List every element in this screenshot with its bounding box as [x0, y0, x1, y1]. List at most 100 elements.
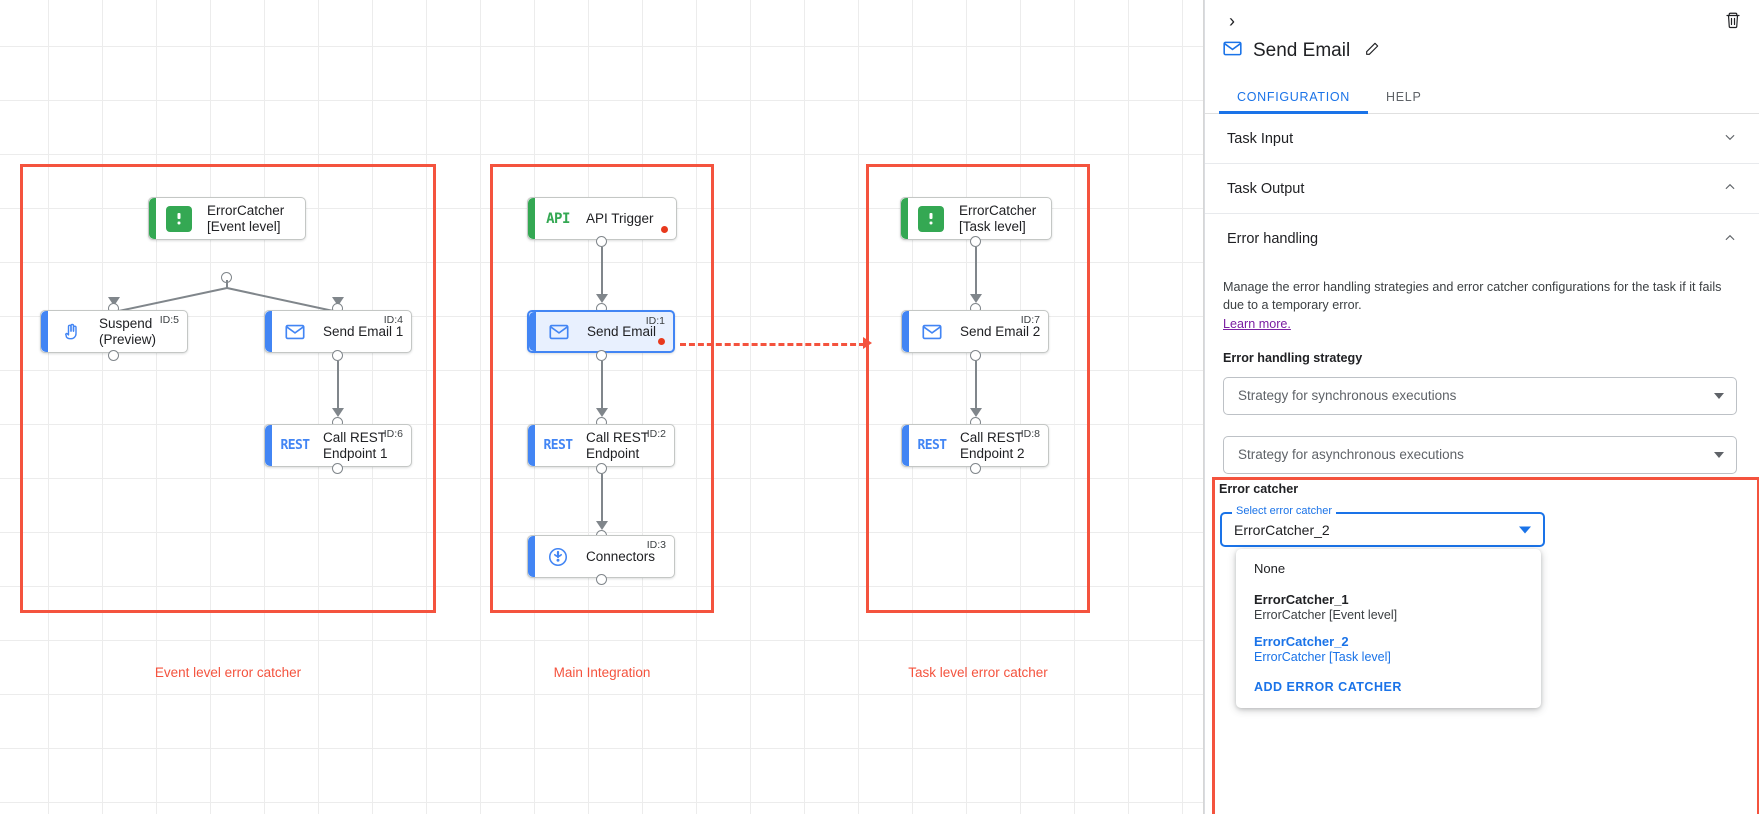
node-title: ErrorCatcher [Event level] [207, 203, 285, 234]
tab-help[interactable]: HELP [1386, 90, 1422, 104]
node-title: Connectors [586, 548, 656, 564]
node-accent-bar [528, 536, 535, 577]
node-errorcatcher-event-level[interactable]: ErrorCatcher [Event level] [148, 197, 306, 240]
option-primary-label: ErrorCatcher_1 [1254, 592, 1349, 607]
envelope-icon [1222, 38, 1243, 64]
node-port-out[interactable] [596, 350, 607, 361]
arrow-head [332, 408, 344, 417]
section-label: Task Output [1227, 180, 1305, 197]
group-caption-event-level: Event level error catcher [154, 665, 302, 680]
add-error-catcher-button[interactable]: ADD ERROR CATCHER [1254, 680, 1402, 694]
error-catcher-heading: Error catcher [1219, 482, 1299, 496]
node-title: Suspend (Preview) [99, 316, 157, 347]
node-port-out[interactable] [596, 236, 607, 247]
sync-strategy-select[interactable]: Strategy for synchronous executions [1223, 376, 1737, 415]
connector-line [601, 247, 603, 298]
collapse-panel-icon[interactable]: › [1229, 10, 1235, 31]
panel-task-title: Send Email [1222, 38, 1380, 64]
error-catcher-link [680, 343, 865, 346]
node-call-rest-endpoint-1[interactable]: REST Call REST Endpoint 1 ID:6 [264, 424, 412, 467]
envelope-icon [281, 318, 309, 346]
node-connectors[interactable]: Connectors ID:3 [527, 535, 675, 578]
hand-icon [57, 318, 85, 346]
select-error-catcher-dropdown[interactable]: Select error catcher ErrorCatcher_2 [1220, 505, 1545, 547]
node-accent-bar [902, 425, 909, 466]
panel-tabs: CONFIGURATION HELP [1205, 80, 1759, 114]
error-handling-description: Manage the error handling strategies and… [1223, 280, 1722, 313]
node-title: API Trigger [586, 210, 654, 226]
connector-line [601, 474, 603, 525]
error-catcher-link-arrow [863, 337, 872, 349]
learn-more-link[interactable]: Learn more. [1223, 316, 1291, 331]
error-catcher-icon [165, 205, 193, 233]
async-strategy-select[interactable]: Strategy for asynchronous executions [1223, 435, 1737, 474]
connector-line [975, 247, 977, 298]
select-error-catcher-legend: Select error catcher [1232, 505, 1336, 517]
node-send-email-selected[interactable]: Send Email ID:1 [527, 310, 675, 353]
arrow-head [596, 408, 608, 417]
rest-icon: REST [543, 438, 574, 453]
envelope-icon [918, 318, 946, 346]
connector-line [337, 361, 339, 412]
workflow-canvas[interactable]: Event level error catcher Main Integrati… [0, 0, 1204, 814]
node-title: Send Email 2 [960, 323, 1041, 339]
option-errorcatcher-2[interactable]: ErrorCatcher_2 ErrorCatcher [Task level] [1236, 628, 1541, 670]
node-accent-bar [901, 198, 908, 239]
option-none[interactable]: None [1236, 559, 1541, 586]
node-title: Send Email 1 [323, 323, 404, 339]
node-id-badge: ID:4 [383, 314, 403, 326]
node-port-out[interactable] [108, 350, 119, 361]
node-id-badge: ID:6 [383, 428, 403, 440]
tab-configuration[interactable]: CONFIGURATION [1219, 80, 1369, 114]
option-secondary-label: ErrorCatcher [Task level] [1254, 650, 1391, 664]
node-send-email-1[interactable]: Send Email 1 ID:4 [264, 310, 412, 353]
async-strategy-value: Strategy for asynchronous executions [1238, 447, 1464, 462]
node-port-out[interactable] [970, 350, 981, 361]
node-accent-bar [265, 425, 272, 466]
error-catcher-options-menu[interactable]: None ErrorCatcher_1 ErrorCatcher [Event … [1236, 549, 1541, 708]
node-id-badge: ID:5 [159, 314, 179, 326]
node-port-out[interactable] [596, 463, 607, 474]
node-id-badge: ID:1 [645, 315, 665, 327]
node-port-out[interactable] [332, 350, 343, 361]
node-call-rest-endpoint-2[interactable]: REST Call REST Endpoint 2 ID:8 [901, 424, 1049, 467]
task-name-label: Send Email [1253, 40, 1351, 61]
arrow-head [596, 294, 608, 303]
node-title: ErrorCatcher [Task level] [959, 203, 1037, 234]
chevron-down-icon [1714, 451, 1724, 458]
arrow-head [108, 297, 120, 306]
arrow-head [596, 521, 608, 530]
section-task-output[interactable]: Task Output [1205, 164, 1759, 214]
node-port-out[interactable] [596, 574, 607, 585]
node-port-out[interactable] [332, 463, 343, 474]
arrow-head [332, 297, 344, 306]
node-title: Call REST Endpoint [586, 430, 650, 461]
sync-strategy-value: Strategy for synchronous executions [1238, 388, 1457, 403]
group-caption-task-level: Task level error catcher [908, 665, 1048, 680]
select-error-catcher-value: ErrorCatcher_2 [1234, 521, 1330, 538]
group-box-event-level [20, 164, 436, 613]
section-label: Task Input [1227, 130, 1294, 147]
node-accent-bar [902, 311, 909, 352]
node-suspend-preview[interactable]: Suspend (Preview) ID:5 [40, 310, 188, 353]
group-box-main-integration [490, 164, 714, 613]
branch-connector [113, 280, 339, 313]
node-call-rest-endpoint[interactable]: REST Call REST Endpoint ID:2 [527, 424, 675, 467]
node-port-out[interactable] [970, 463, 981, 474]
section-error-handling[interactable]: Error handling [1205, 214, 1759, 264]
chevron-up-icon [1723, 180, 1737, 197]
section-task-input[interactable]: Task Input [1205, 114, 1759, 164]
error-catcher-highlight-box [1212, 477, 1759, 814]
pencil-icon[interactable] [1364, 41, 1380, 62]
node-errorcatcher-task-level[interactable]: ErrorCatcher [Task level] [900, 197, 1052, 240]
node-port-out[interactable] [970, 236, 981, 247]
arrow-head [970, 408, 982, 417]
node-send-email-2[interactable]: Send Email 2 ID:7 [901, 310, 1049, 353]
node-title: Call REST Endpoint 1 [323, 430, 388, 461]
node-api-trigger[interactable]: API API Trigger [527, 197, 677, 240]
chevron-down-icon [1714, 392, 1724, 399]
chevron-down-icon [1723, 130, 1737, 147]
delete-icon[interactable] [1719, 6, 1747, 34]
rest-icon: REST [280, 438, 311, 453]
option-errorcatcher-1[interactable]: ErrorCatcher_1 ErrorCatcher [Event level… [1236, 586, 1541, 628]
